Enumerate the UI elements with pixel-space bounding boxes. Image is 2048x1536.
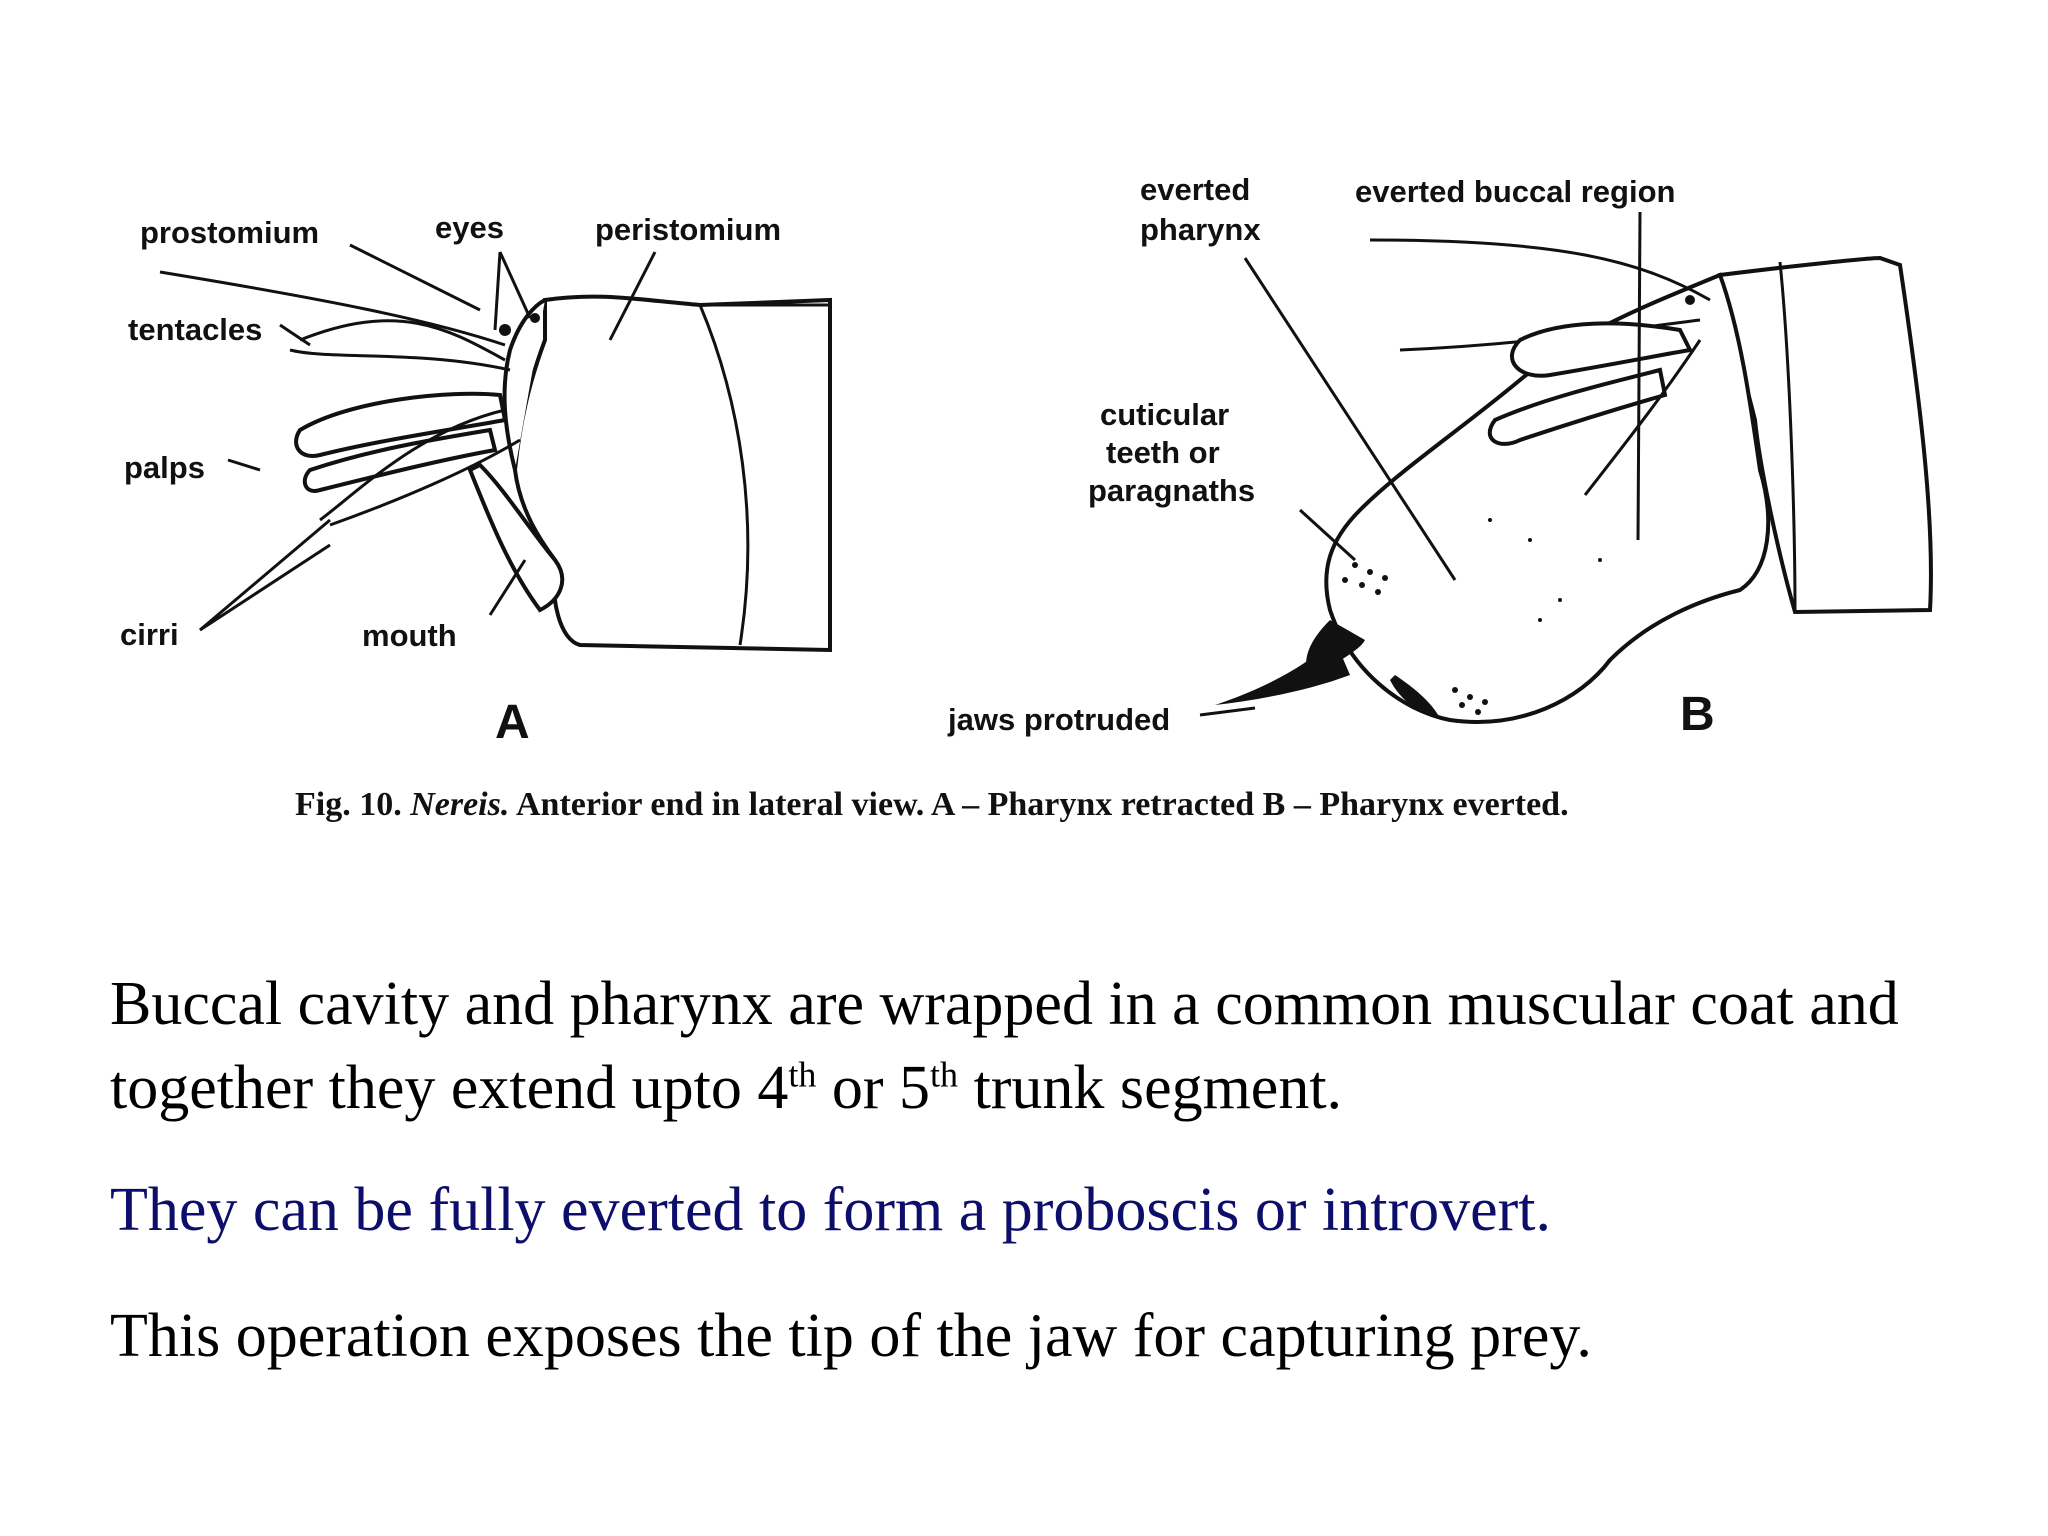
label-cuticular-1: cuticular	[1100, 397, 1229, 432]
panel-b-letter: B	[1680, 688, 1715, 741]
label-peristomium: peristomium	[595, 212, 781, 247]
nereis-figure: prostomium eyes peristomium tentacles pa…	[120, 172, 1933, 823]
label-prostomium: prostomium	[140, 215, 319, 250]
paragraph-buccal-cavity: Buccal cavity and pharynx are wrapped in…	[110, 970, 1899, 1122]
label-tentacles: tentacles	[128, 312, 262, 347]
panel-b-drawing	[1199, 211, 1933, 724]
caption-genus: Nereis.	[409, 786, 509, 823]
panel-a-letter: A	[495, 696, 530, 749]
label-cuticular-2: teeth or	[1106, 435, 1220, 470]
label-cuticular-3: paragnaths	[1088, 473, 1255, 508]
label-eyes: eyes	[435, 210, 504, 245]
caption-prefix: Fig. 10.	[295, 786, 410, 823]
caption-rest: Anterior end in lateral view. A – Pharyn…	[509, 786, 1568, 823]
label-mouth: mouth	[362, 618, 457, 653]
label-everted-pharynx-2: pharynx	[1140, 212, 1261, 247]
label-everted-pharynx-1: everted	[1140, 172, 1250, 207]
label-cirri: cirri	[120, 617, 179, 652]
figure-caption: Fig. 10. Nereis. Anterior end in lateral…	[295, 786, 1569, 823]
label-palps: palps	[124, 450, 205, 485]
panel-a-drawing	[159, 243, 832, 653]
paragraph-jaw-tip: This operation exposes the tip of the ja…	[110, 1302, 1592, 1370]
label-everted-buccal-region: everted buccal region	[1355, 174, 1675, 209]
paragraph-everted: They can be fully everted to form a prob…	[110, 1176, 1552, 1244]
label-jaws-protruded: jaws protruded	[947, 702, 1170, 737]
